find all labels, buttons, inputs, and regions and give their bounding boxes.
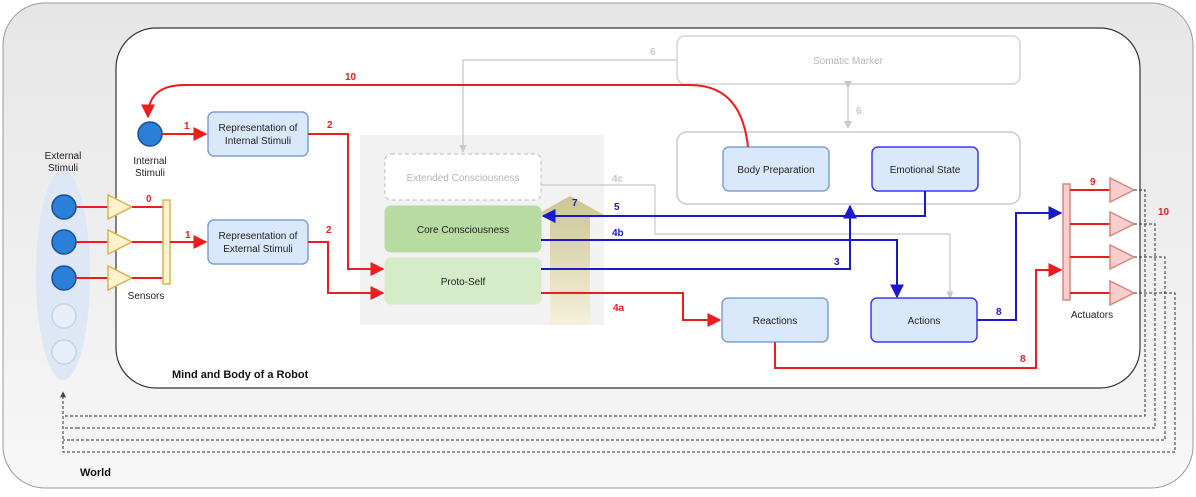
actions-label: Actions <box>908 316 941 327</box>
extended-consciousness-box <box>384 153 542 201</box>
edge-label-4c: 4c <box>612 174 624 185</box>
edge-4b <box>541 239 904 299</box>
edge-label-2-external: 2 <box>326 225 332 236</box>
actuator-triangle-2 <box>1109 210 1136 238</box>
edge-label-2-internal: 2 <box>327 120 333 131</box>
edge-label-0: 0 <box>146 194 152 205</box>
rep-external-box <box>207 219 309 265</box>
feedback-dashed-risers <box>63 415 88 441</box>
world-label: World <box>80 467 111 479</box>
somatic-marker-label: Somatic Marker <box>813 56 884 67</box>
edge-8-actions <box>977 206 1063 321</box>
sensors-bus-bar <box>162 199 171 285</box>
rep-internal-line1: Representation of <box>219 123 298 134</box>
edge-label-10-top: 10 <box>345 72 357 83</box>
internal-stimuli-label-line1: Internal <box>133 156 166 167</box>
edge-4c <box>541 184 954 299</box>
reactions-label: Reactions <box>753 316 797 327</box>
emotional-state-label: Emotional State <box>890 165 961 176</box>
rep-external-line2: External Stimuli <box>223 244 292 255</box>
external-stimulus-circle-4 <box>51 303 77 329</box>
edge-10-body-to-internal <box>141 84 749 148</box>
external-stimulus-circle-3 <box>51 265 77 291</box>
core-consciousness-label: Core Consciousness <box>417 225 509 236</box>
edge-4a <box>541 292 722 327</box>
edge-2-internal <box>308 133 385 276</box>
external-stimuli-label-line2: Stimuli <box>48 163 78 174</box>
external-stimuli-label-line1: External <box>45 151 82 162</box>
rep-internal-box <box>207 111 309 157</box>
core-consciousness-box <box>384 205 542 253</box>
edge-6-somatic-to-extended <box>459 59 677 153</box>
external-stimulus-circle-2 <box>51 229 77 255</box>
sensor-triangle-2 <box>107 228 134 256</box>
rep-internal-line2: Internal Stimuli <box>225 136 291 147</box>
edge-label-1-internal: 1 <box>184 121 190 132</box>
edge-label-6-right: 6 <box>856 106 862 117</box>
actuator-triangle-1 <box>1109 176 1136 204</box>
body-preparation-label: Body Preparation <box>737 165 814 176</box>
external-stimulus-circle-1 <box>51 194 77 220</box>
sensor-triangle-3 <box>107 264 134 292</box>
edge-2-external <box>308 241 385 300</box>
feedback-dashed-lines <box>60 189 1176 453</box>
actuator-triangle-3 <box>1109 243 1136 271</box>
actuators-bus-bar <box>1062 183 1071 301</box>
edge-label-6-left: 6 <box>650 47 656 58</box>
body-preparation-box <box>722 146 830 192</box>
edge-label-3: 3 <box>834 257 840 268</box>
proto-self-label: Proto-Self <box>441 277 486 288</box>
edge-label-8-red: 8 <box>1020 354 1026 365</box>
edge-label-1-external: 1 <box>185 230 191 241</box>
edge-label-7: 7 <box>572 198 578 209</box>
edge-label-4b: 4b <box>612 228 624 239</box>
edge-3 <box>541 204 857 270</box>
sensor-triangle-1 <box>107 193 134 221</box>
edge-label-9: 9 <box>1090 177 1096 188</box>
edge-label-8-blue: 8 <box>996 307 1002 318</box>
edge-8-reactions <box>774 263 1063 369</box>
robot-label: Mind and Body of a Robot <box>172 369 309 381</box>
external-stimulus-circle-5 <box>51 339 77 365</box>
sensors-label: Sensors <box>128 291 165 302</box>
edge-label-10-right: 10 <box>1158 207 1170 218</box>
rep-external-line1: Representation of <box>219 231 298 242</box>
internal-stimuli-label-line2: Stimuli <box>135 168 165 179</box>
internal-stimulus-circle <box>137 121 163 147</box>
edge-5 <box>541 191 926 223</box>
edge-label-5: 5 <box>614 202 620 213</box>
actuators-label: Actuators <box>1071 310 1113 321</box>
extended-consciousness-label: Extended Consciousness <box>407 173 520 184</box>
edge-label-4a: 4a <box>613 303 625 314</box>
proto-self-box <box>384 257 542 305</box>
actuator-triangle-4 <box>1109 279 1136 307</box>
